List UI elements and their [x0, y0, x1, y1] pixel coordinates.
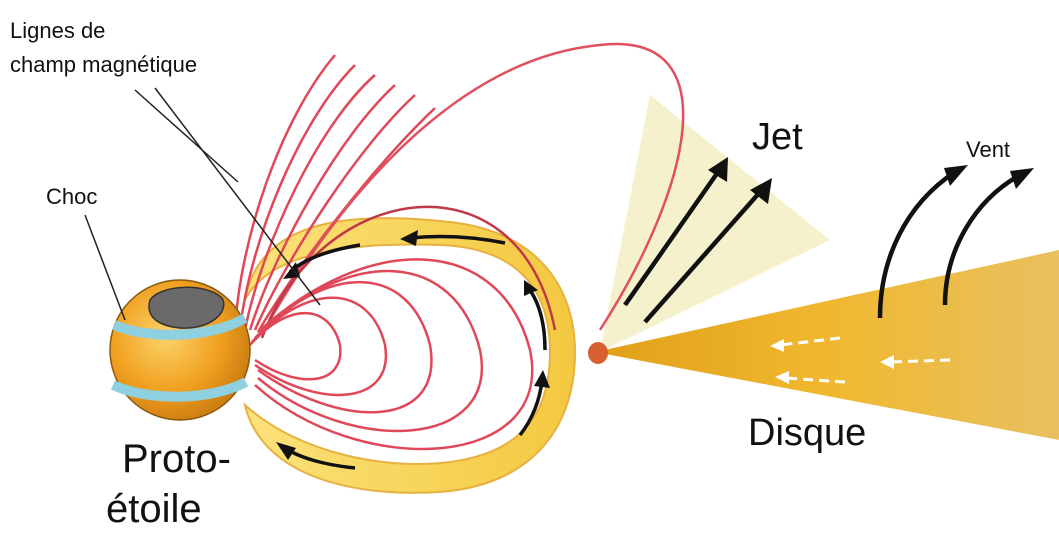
label-protostar-2: étoile — [106, 487, 202, 531]
label-shock: Choc — [46, 184, 97, 210]
loop-flow-arrows — [276, 230, 550, 468]
label-protostar-1: Proto- — [122, 437, 231, 481]
label-field-lines-1: Lignes de — [10, 18, 105, 44]
label-field-lines-2: champ magnétique — [10, 52, 197, 78]
field-line-open-2 — [240, 65, 355, 330]
pointer-field-lines-1 — [135, 90, 238, 182]
pointer-field-lines-2 — [155, 88, 320, 305]
pointer-shock — [85, 215, 125, 320]
field-line-closed-5 — [255, 259, 532, 449]
field-line-closed-4 — [258, 271, 482, 431]
label-jet: Jet — [752, 116, 803, 158]
disk-inner-edge — [588, 342, 608, 364]
protostar — [110, 280, 250, 420]
label-disk: Disque — [748, 412, 866, 454]
label-wind: Vent — [966, 137, 1010, 163]
